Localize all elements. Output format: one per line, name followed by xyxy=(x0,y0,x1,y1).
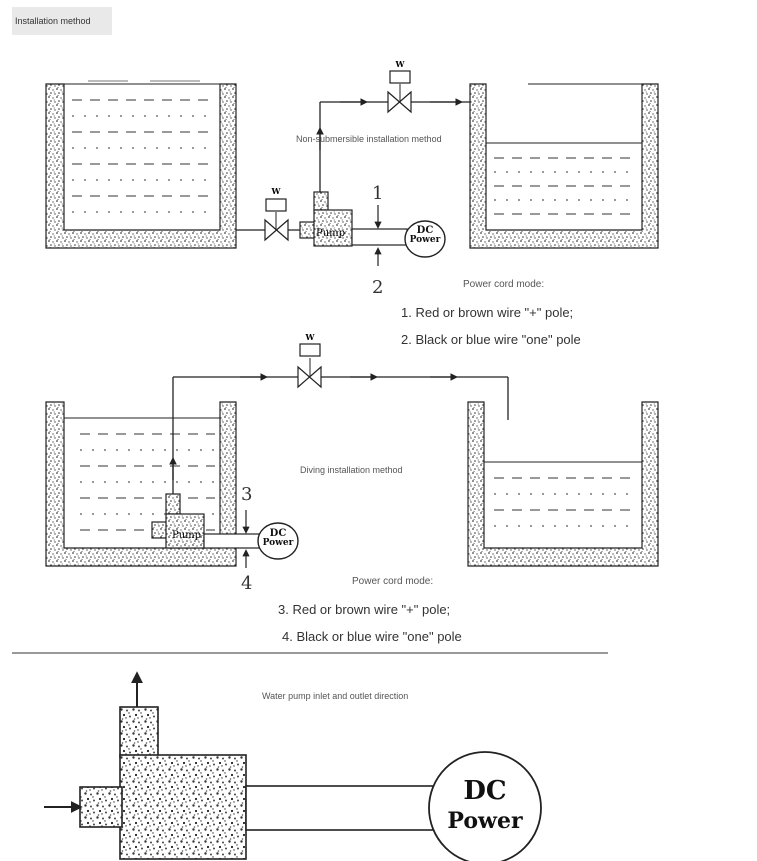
wire-instruction: 4. Black or blue wire "one" pole xyxy=(282,629,462,644)
diagram1-caption: Non-submersible installation method xyxy=(296,134,442,144)
right-tank-2 xyxy=(467,401,659,567)
pump-label: Pump xyxy=(172,530,201,541)
valve-w-label: W xyxy=(271,186,282,196)
diagram2-caption: Diving installation method xyxy=(300,465,403,475)
wire-instruction: 3. Red or brown wire "+" pole; xyxy=(278,602,451,617)
wire-number: 3 xyxy=(241,484,253,505)
power-label: Power xyxy=(447,808,523,834)
diagram3-caption: Water pump inlet and outlet direction xyxy=(262,691,409,701)
valve-w-label: W xyxy=(395,59,406,69)
dc-power-circle xyxy=(428,751,542,861)
power-mode-label: Power cord mode: xyxy=(463,279,545,290)
valve-1b xyxy=(387,70,412,114)
diagram2: Pump W xyxy=(45,332,659,568)
wire-number: 4 xyxy=(241,573,253,594)
wire-number: 2 xyxy=(372,277,384,298)
wire-number: 1 xyxy=(372,183,384,204)
right-tank-1 xyxy=(469,83,659,249)
valve-2 xyxy=(297,343,322,389)
diagram3 xyxy=(44,671,542,861)
header-tab: Installation method xyxy=(12,7,112,35)
wire-instruction: 2. Black or blue wire "one" pole xyxy=(401,332,581,347)
power-label: Power xyxy=(409,235,441,245)
valve-w-label: W xyxy=(305,332,316,342)
valve-1a xyxy=(264,198,289,242)
pump-1 xyxy=(299,191,353,247)
dc-label: DC xyxy=(269,528,287,539)
dc-label: DC xyxy=(416,225,434,236)
left-tank-1 xyxy=(45,83,237,249)
wire-instruction: 1. Red or brown wire "+" pole; xyxy=(401,305,574,320)
dc-label: DC xyxy=(463,776,507,806)
pump-label: Pump xyxy=(316,228,345,239)
header-title: Installation method xyxy=(15,16,91,26)
diagram1: W Pump W xyxy=(45,59,659,266)
power-label: Power xyxy=(262,538,294,548)
dc-power-label: DC Power xyxy=(260,529,296,548)
pump-2 xyxy=(151,493,205,549)
power-mode-label: Power cord mode: xyxy=(352,576,434,587)
dc-power-circle xyxy=(404,220,446,258)
dc-power-circle xyxy=(257,522,299,560)
dc-power-label: DC Power xyxy=(443,778,527,832)
dc-power-label: DC Power xyxy=(407,226,443,245)
